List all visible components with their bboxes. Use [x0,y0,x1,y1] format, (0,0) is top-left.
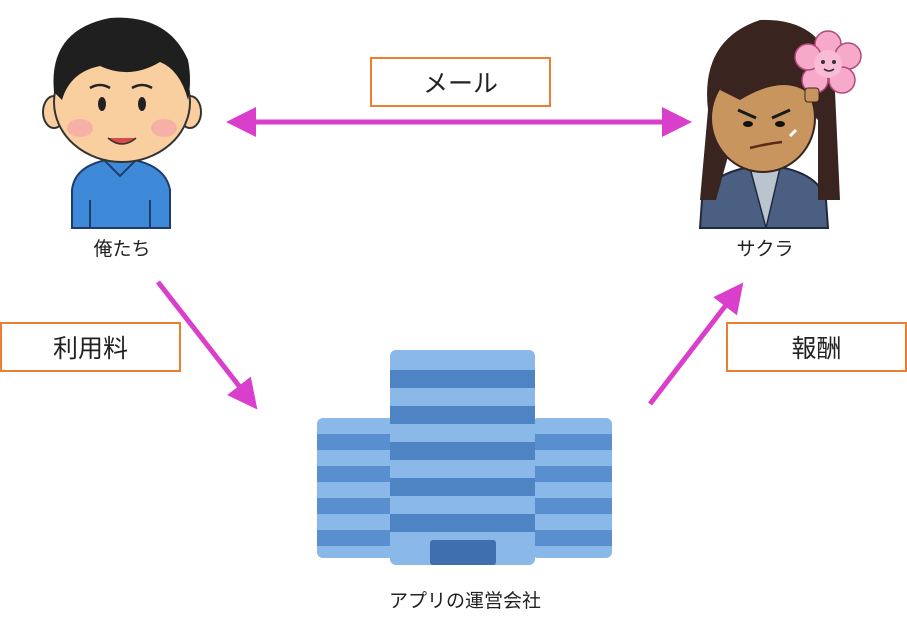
mail-label-box: メール [370,57,551,107]
usage-fee-label-box: 利用料 [0,322,181,372]
reward-label: 報酬 [791,334,842,363]
reward-label-box: 報酬 [726,322,907,372]
reward-arrow [648,282,744,406]
mail-label: メール [422,69,498,98]
man-illustration [42,17,202,229]
sakura-caption: サクラ [736,238,794,260]
usage-fee-label: 利用料 [52,334,128,363]
us-caption: 俺たち [93,238,151,260]
building-illustration [317,350,612,565]
usage-fee-arrow [156,280,258,410]
company-caption: アプリの運営会社 [388,590,541,612]
cherry-blossom-icon [794,30,862,103]
